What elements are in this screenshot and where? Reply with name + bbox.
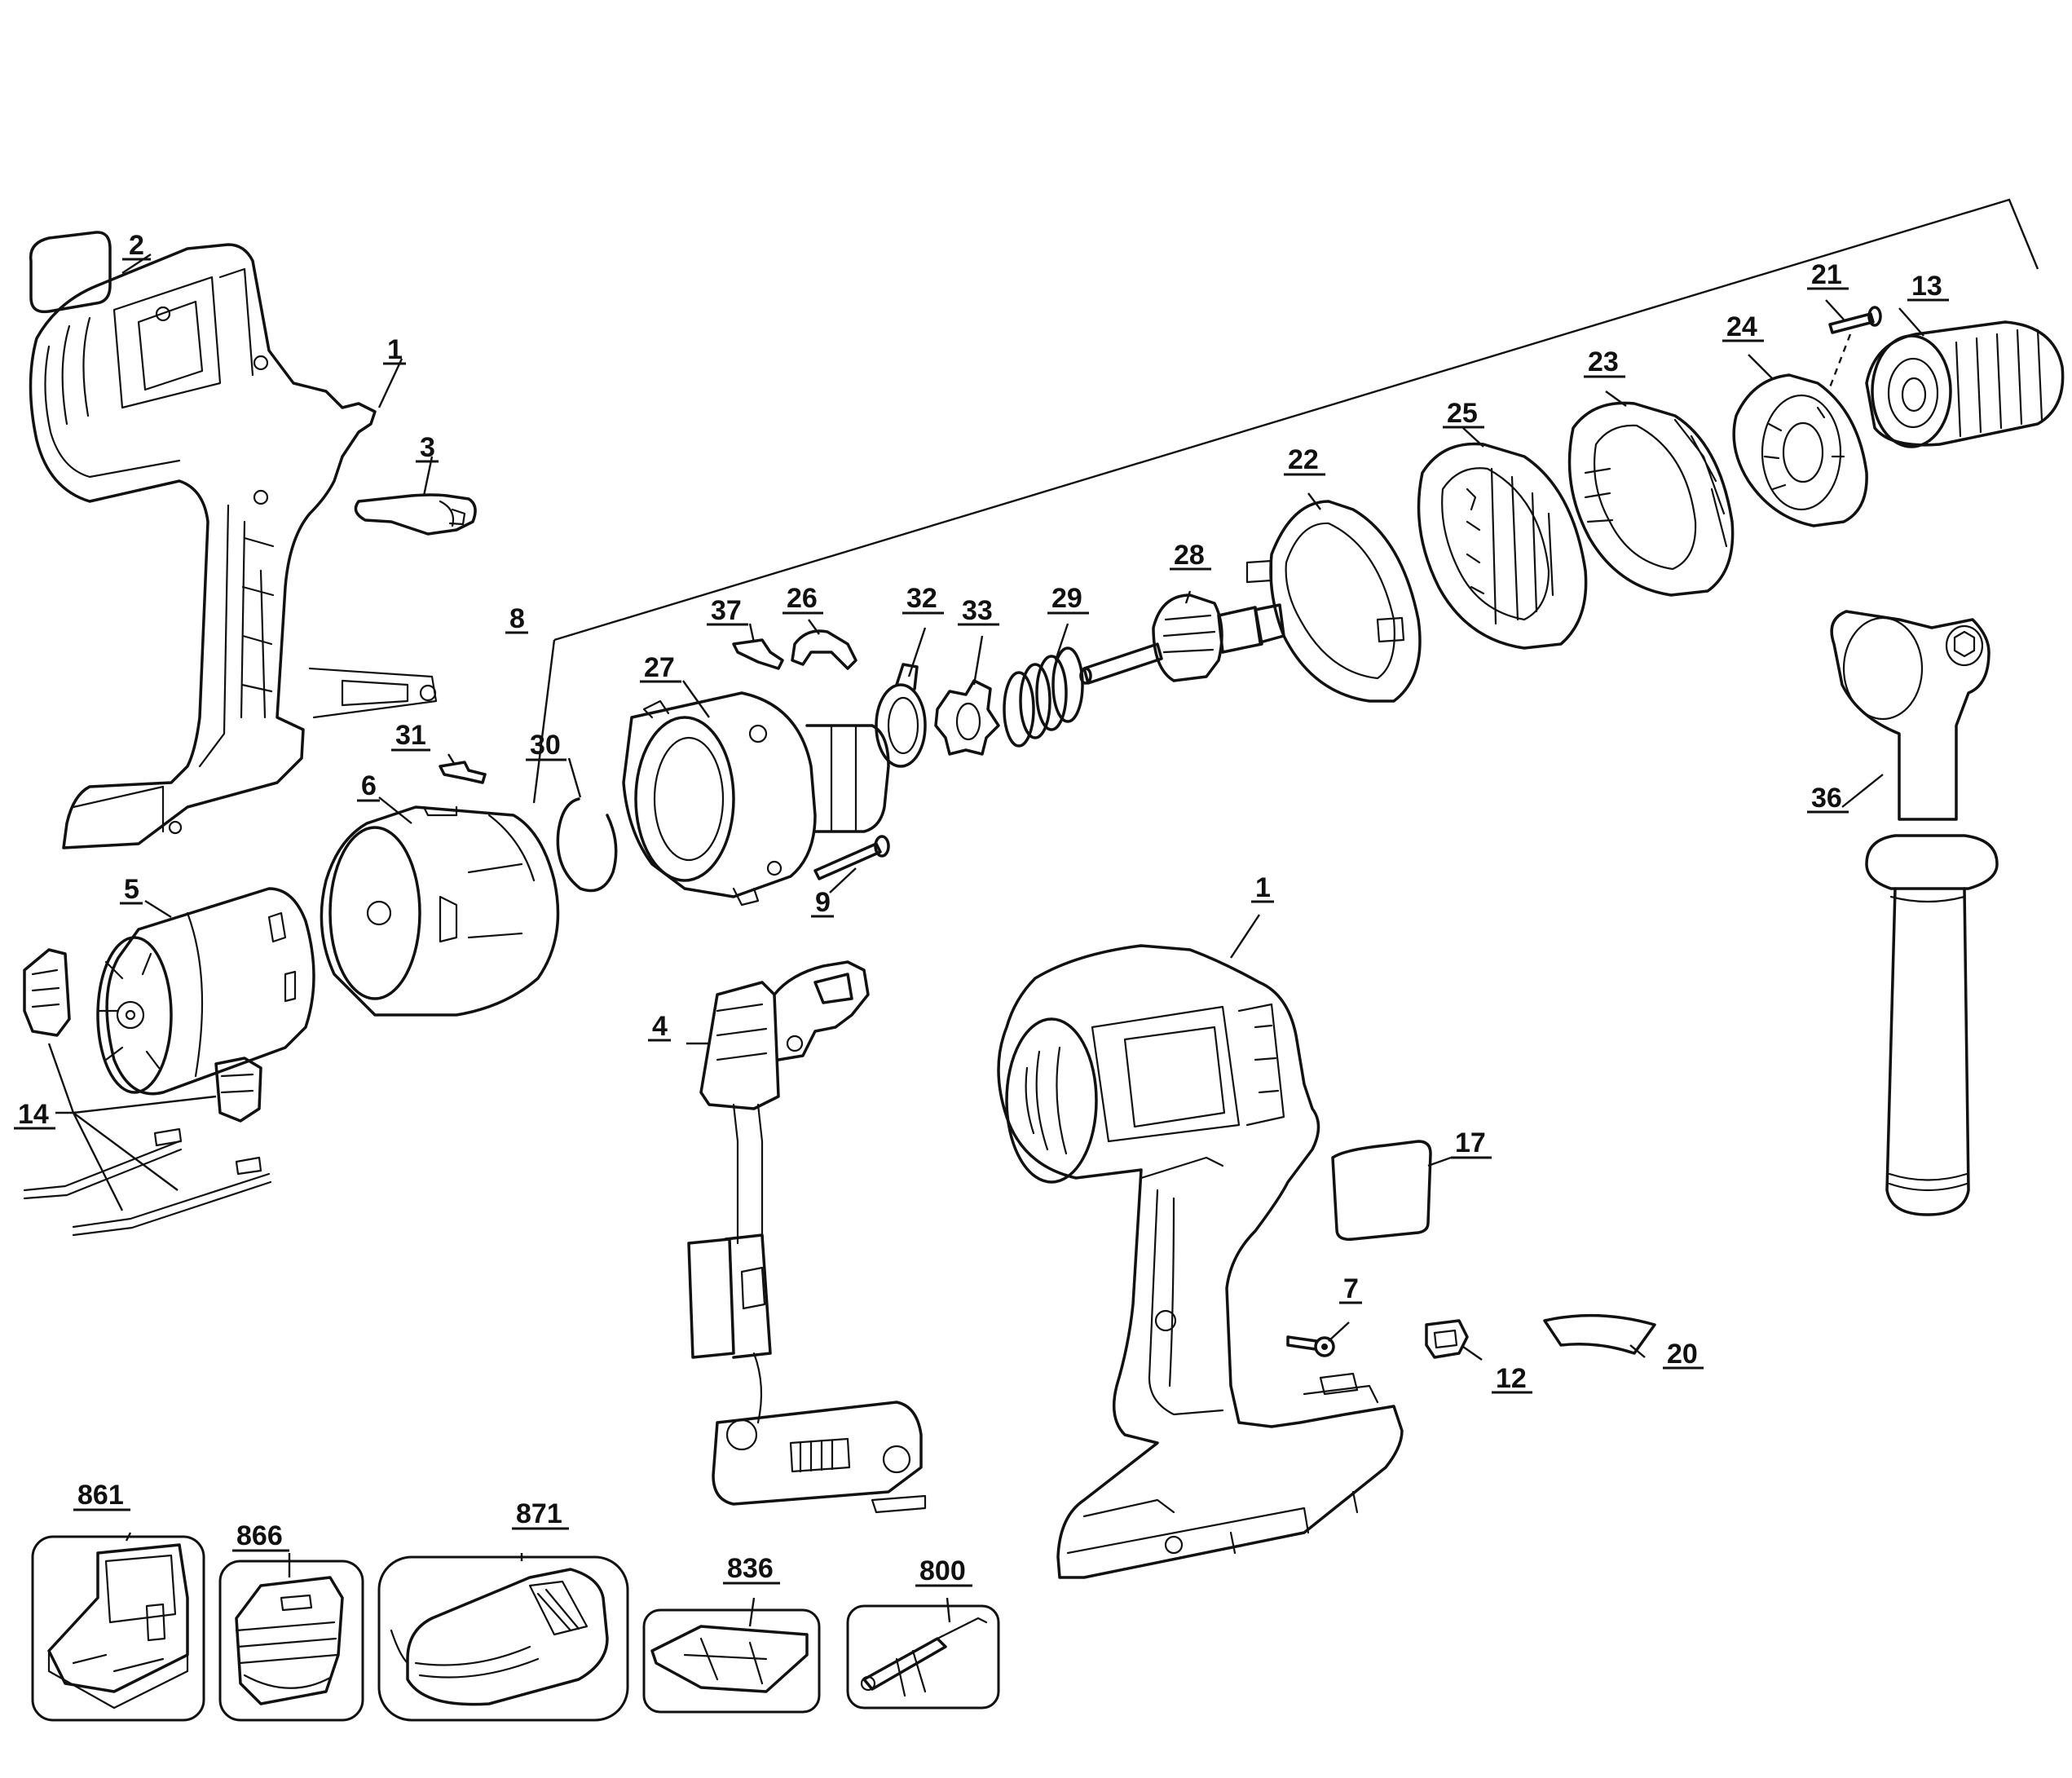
- callout-29: 29: [1051, 583, 1082, 614]
- part-33-clutch-gear[interactable]: [934, 679, 1000, 756]
- callout-31: 31: [395, 720, 426, 751]
- callout-36: 36: [1811, 783, 1842, 814]
- part-836-mount[interactable]: [642, 1608, 821, 1714]
- callout-23: 23: [1588, 346, 1619, 377]
- callout-13: 13: [1911, 271, 1942, 302]
- callout-26: 26: [787, 583, 818, 614]
- callout-8: 8: [509, 603, 525, 634]
- callout-32: 32: [906, 583, 937, 614]
- part-1-housing-left[interactable]: [29, 243, 438, 849]
- callout-25: 25: [1447, 398, 1478, 429]
- part-26-shift-clip[interactable]: [791, 629, 857, 670]
- part-800-accessory[interactable]: [846, 1604, 1000, 1710]
- part-871-charger[interactable]: [377, 1555, 629, 1722]
- part-30-retaining-ring[interactable]: [556, 797, 618, 893]
- part-6-field-housing[interactable]: [320, 805, 560, 1017]
- callout-4: 4: [652, 1011, 668, 1042]
- part-1-housing-assembled[interactable]: [997, 944, 1404, 1579]
- callout-836: 836: [727, 1553, 774, 1584]
- assembly-axis: [532, 198, 2039, 804]
- callout-12: 12: [1496, 1363, 1527, 1394]
- part-32-shift-ring[interactable]: [875, 663, 927, 768]
- part-23-collar[interactable]: [1567, 401, 1735, 597]
- callout-7: 7: [1343, 1273, 1359, 1304]
- part-37-clip[interactable]: [732, 638, 784, 670]
- part-36-side-handle[interactable]: [1830, 610, 1999, 1216]
- callout-3: 3: [420, 432, 435, 463]
- callout-1-right: 1: [1255, 872, 1271, 903]
- part-3-switch-actuator[interactable]: [354, 493, 477, 536]
- callout-871: 871: [516, 1498, 562, 1529]
- callout-861: 861: [77, 1480, 124, 1511]
- callout-24: 24: [1726, 311, 1757, 342]
- leader-lines: [47, 253, 1924, 1627]
- callout-20: 20: [1667, 1339, 1698, 1370]
- part-9-screw[interactable]: [813, 835, 890, 880]
- callout-28: 28: [1174, 540, 1205, 571]
- callout-22: 22: [1288, 444, 1319, 475]
- callout-labels: 2 1 3 8 31 30 6 5 14 27 37 26 32 33 29 2…: [14, 230, 1949, 1587]
- callout-5: 5: [124, 874, 139, 905]
- part-24-retainer[interactable]: [1732, 373, 1868, 527]
- part-25-collar[interactable]: [1417, 442, 1588, 650]
- callout-37: 37: [711, 595, 742, 626]
- callout-2: 2: [129, 230, 144, 261]
- part-866-battery[interactable]: [218, 1560, 364, 1722]
- part-13-chuck[interactable]: [1865, 320, 2065, 448]
- part-21-screw[interactable]: [1828, 306, 1882, 388]
- callout-9: 9: [815, 887, 831, 918]
- callout-1-left: 1: [387, 334, 403, 365]
- callout-800: 800: [919, 1555, 966, 1586]
- callout-14: 14: [18, 1099, 49, 1130]
- callout-866: 866: [236, 1520, 283, 1551]
- part-31-clip[interactable]: [439, 761, 487, 784]
- callout-17: 17: [1455, 1127, 1486, 1158]
- callout-30: 30: [530, 730, 561, 761]
- part-861-case[interactable]: [31, 1535, 205, 1722]
- part-12-clip[interactable]: [1425, 1319, 1469, 1359]
- part-17-label[interactable]: [1331, 1140, 1432, 1241]
- callout-27: 27: [644, 652, 675, 683]
- part-7-screw[interactable]: [1286, 1335, 1335, 1357]
- part-29-spring[interactable]: [1003, 646, 1084, 748]
- part-28-spindle[interactable]: [1079, 593, 1285, 685]
- part-2-label-plate[interactable]: [29, 231, 112, 314]
- part-5-motor[interactable]: [96, 887, 315, 1096]
- callout-6: 6: [361, 770, 377, 801]
- part-4-switch[interactable]: [687, 960, 927, 1514]
- callout-33: 33: [962, 595, 993, 626]
- part-22-ring[interactable]: [1245, 500, 1422, 703]
- part-20-strip[interactable]: [1543, 1313, 1656, 1355]
- callout-21: 21: [1811, 259, 1842, 290]
- part-27-gear-case[interactable]: [622, 691, 890, 907]
